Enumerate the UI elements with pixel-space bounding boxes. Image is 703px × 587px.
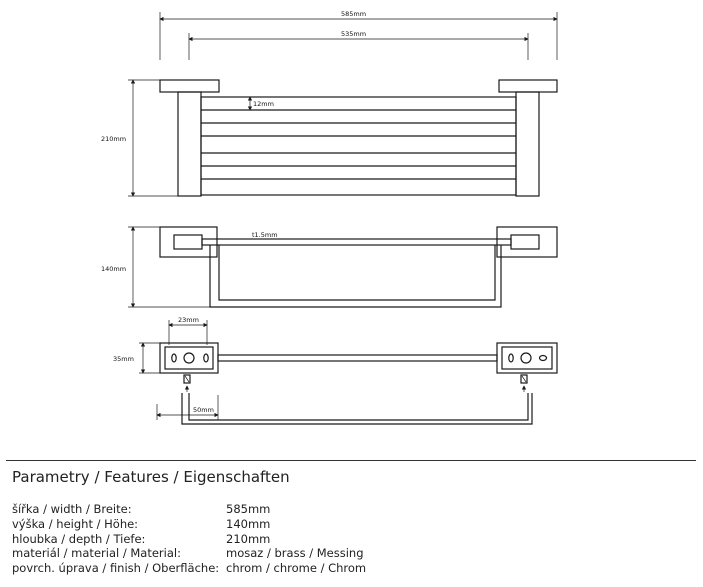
dim-bar-thickness: t1.5mm (252, 231, 278, 239)
spec-value: 585mm (226, 502, 271, 516)
front-view: t1.5mm 140mm (101, 226, 558, 308)
left-set-screw (183, 374, 191, 384)
bottom-view: 23mm 35mm 50mm (113, 316, 558, 425)
dim-offset: 50mm (193, 406, 214, 414)
bottom-rail (217, 354, 498, 362)
spec-row: materiál / material / Material: mosaz / b… (12, 546, 612, 561)
dim-base-width: 23mm (178, 316, 199, 324)
left-screw-slot-2 (203, 353, 209, 363)
right-set-screw (520, 374, 528, 384)
spec-label: povrch. úprava / finish / Oberfläche: (12, 561, 220, 576)
left-wall-plate (159, 79, 220, 93)
right-arm (515, 91, 540, 197)
dim-overall-width: 585mm (341, 10, 366, 18)
specs-title: Parametry / Features / Eigenschaften (12, 468, 290, 486)
dim-height: 140mm (101, 265, 126, 273)
spec-value: chrom / chrome / Chrom (226, 561, 367, 576)
spec-label: výška / height / Höhe: (12, 516, 139, 531)
shelf-bars (200, 96, 517, 196)
section-divider (6, 460, 696, 461)
spec-row: šířka / width / Breite: 585mm (12, 502, 612, 517)
dim-depth: 210mm (101, 135, 126, 143)
spec-row: výška / height / Höhe: 140mm (12, 517, 612, 532)
right-base-insert (510, 234, 540, 250)
dim-base-depth: 35mm (113, 355, 134, 363)
right-screw-hole (520, 352, 532, 364)
left-screw-slot (171, 353, 177, 363)
left-base (159, 226, 218, 258)
spec-label: šířka / width / Breite: (12, 502, 132, 516)
right-base (496, 226, 558, 258)
left-screw-hole (183, 352, 195, 364)
technical-drawing: 585mm 535mm 12mm 210mm (101, 10, 558, 425)
spec-row: hloubka / depth / Tiefe: 210mm (12, 532, 612, 547)
left-base-recess (164, 346, 214, 370)
left-base-insert (173, 234, 203, 250)
spec-row: povrch. úprava / finish / Oberfläche: chr… (12, 561, 612, 576)
dim-mount-spacing: 535mm (341, 30, 366, 38)
spec-label: hloubka / depth / Tiefe: (12, 531, 146, 546)
frame-inner (218, 245, 496, 301)
top-rail (201, 238, 512, 246)
right-screw-slot (508, 353, 514, 363)
lower-frame-inner (188, 393, 529, 421)
lower-frame-outer (181, 393, 533, 425)
right-screw-slot-2 (538, 354, 548, 362)
spec-value: mosaz / brass / Messing (226, 546, 364, 561)
top-view: 585mm 535mm 12mm 210mm (101, 10, 558, 197)
dim-bar-pitch: 12mm (253, 100, 274, 108)
left-arm (177, 91, 202, 197)
frame-outer (209, 245, 502, 308)
right-wall-plate (498, 79, 558, 93)
right-base-recess (501, 346, 553, 370)
spec-value: 140mm (226, 516, 271, 531)
spec-label: materiál / material / Material: (12, 546, 181, 561)
spec-value: 210mm (226, 531, 271, 546)
